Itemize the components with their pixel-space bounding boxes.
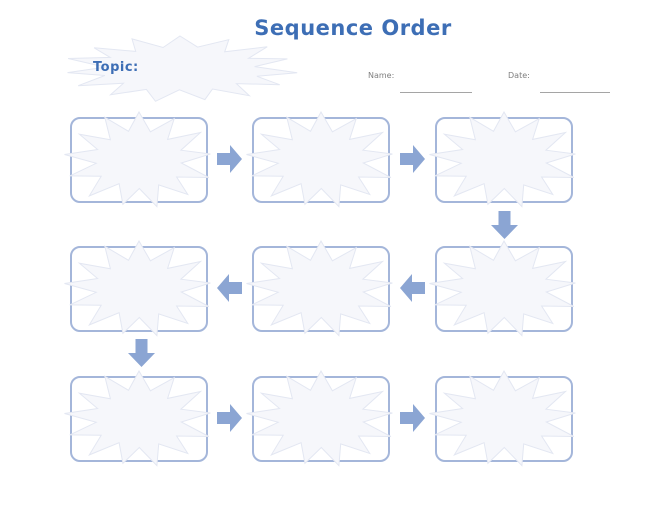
splash-burst-icon [67, 35, 298, 102]
step-text [437, 248, 571, 330]
name-input-line[interactable] [400, 82, 472, 93]
step-text [254, 378, 388, 460]
arrow-right-icon [400, 145, 425, 173]
sequence-box-7[interactable] [64, 369, 211, 467]
sequence-box-5[interactable] [246, 239, 393, 337]
sequence-box-8[interactable] [246, 369, 393, 467]
sequence-box-2[interactable] [246, 110, 393, 208]
sequence-box-3[interactable] [429, 110, 576, 208]
arrow-left-icon [400, 274, 425, 302]
arrow-right-icon [400, 404, 425, 432]
sequence-box-1[interactable] [64, 110, 211, 208]
arrow-right-icon [217, 404, 242, 432]
step-text [72, 378, 206, 460]
arrow-down-icon [128, 339, 155, 367]
step-text [437, 119, 571, 201]
step-text [437, 378, 571, 460]
arrow-right-icon [217, 145, 242, 173]
arrow-down-icon [491, 211, 518, 239]
name-label: Name: [368, 71, 395, 80]
step-text [254, 119, 388, 201]
topic-splash-shape [58, 33, 302, 105]
step-text [254, 248, 388, 330]
sequence-box-9[interactable] [429, 369, 576, 467]
sequence-box-4[interactable] [429, 239, 576, 337]
arrow-left-icon [217, 274, 242, 302]
step-text [72, 248, 206, 330]
topic-label: Topic: [93, 60, 139, 75]
page-title: Sequence Order [254, 16, 452, 40]
date-label: Date: [508, 71, 530, 80]
sequence-box-6[interactable] [64, 239, 211, 337]
step-text [72, 119, 206, 201]
date-input-line[interactable] [540, 82, 610, 93]
